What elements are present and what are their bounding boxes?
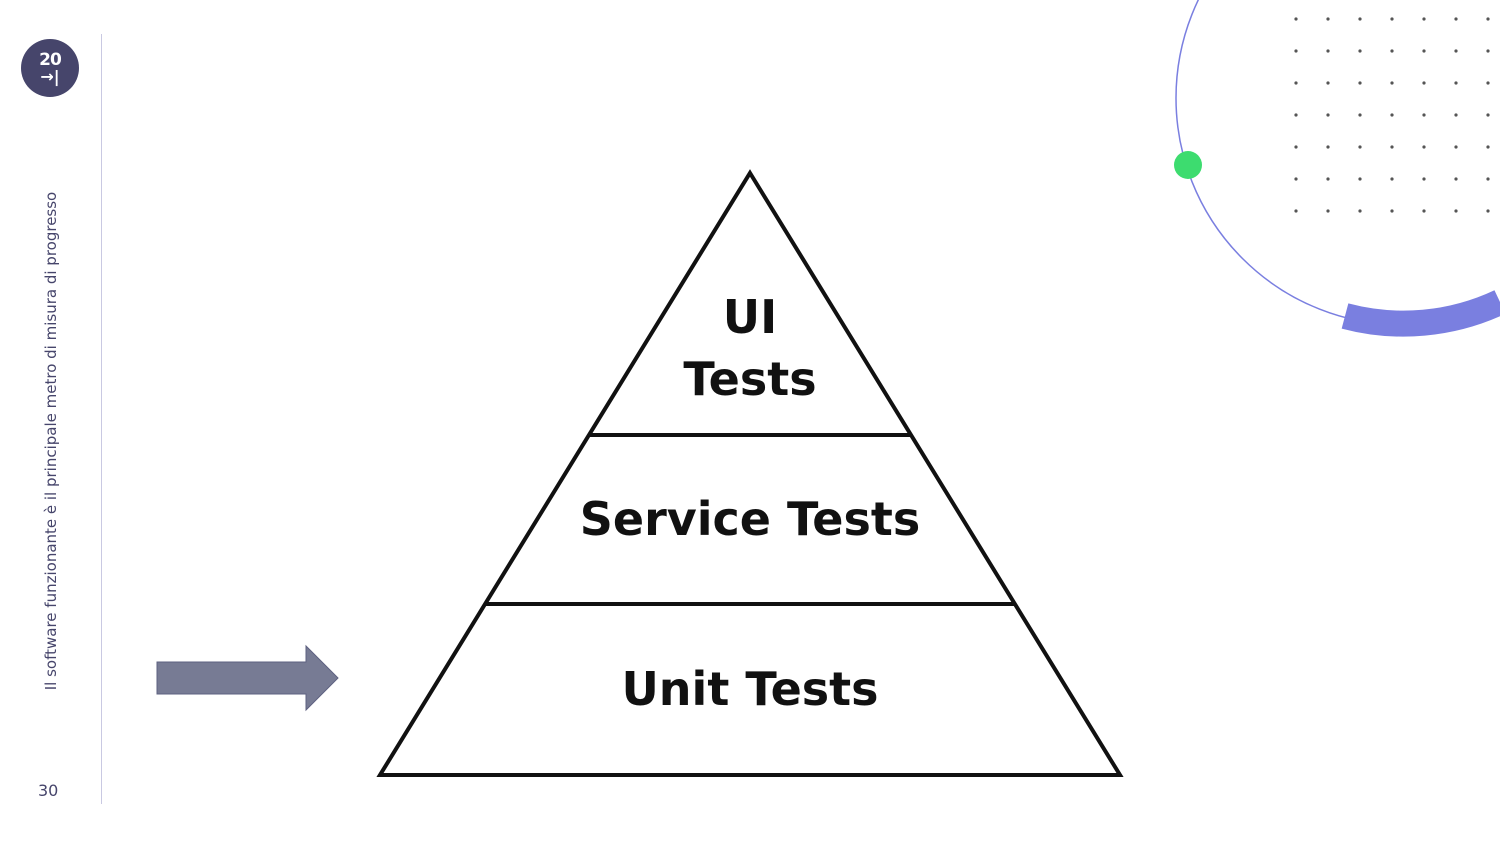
decorative-dot xyxy=(1486,113,1490,117)
dot-grid xyxy=(1294,17,1490,213)
decorative-dot xyxy=(1390,113,1394,117)
decorative-dot xyxy=(1294,177,1298,181)
decorative-dot xyxy=(1454,49,1458,53)
decorative-dot xyxy=(1422,209,1426,213)
decorative-dot xyxy=(1422,145,1426,149)
decorative-dot xyxy=(1422,49,1426,53)
decorative-dot xyxy=(1358,145,1362,149)
decorative-dot xyxy=(1486,145,1490,149)
decorative-dot xyxy=(1294,17,1298,21)
decorative-dot xyxy=(1326,17,1330,21)
decorative-dot xyxy=(1294,209,1298,213)
decorative-dot xyxy=(1358,209,1362,213)
decorative-dot xyxy=(1294,145,1298,149)
decorative-dot xyxy=(1422,17,1426,21)
decorative-dot xyxy=(1358,113,1362,117)
logo-number: 20 xyxy=(39,49,62,70)
decorative-dot xyxy=(1326,113,1330,117)
decorative-dot xyxy=(1358,177,1362,181)
decorative-dot xyxy=(1326,209,1330,213)
decorative-dot xyxy=(1294,113,1298,117)
logo-icon: 20 →| xyxy=(21,39,79,97)
decorative-dot xyxy=(1390,209,1394,213)
decorative-dot xyxy=(1454,113,1458,117)
decorative-dot xyxy=(1326,177,1330,181)
logo-arrow-glyph: →| xyxy=(40,66,60,86)
decorative-green-dot xyxy=(1174,151,1202,179)
decorative-thick-arc xyxy=(1341,290,1500,337)
decorative-dot xyxy=(1454,145,1458,149)
decorative-dot xyxy=(1326,145,1330,149)
decorative-dot xyxy=(1486,81,1490,85)
decorative-dot xyxy=(1390,81,1394,85)
decorative-dot xyxy=(1454,209,1458,213)
decorative-dot xyxy=(1390,49,1394,53)
decorative-dot xyxy=(1294,81,1298,85)
decorative-dot xyxy=(1486,17,1490,21)
page-number: 30 xyxy=(38,781,59,800)
decorative-dot xyxy=(1454,17,1458,21)
tier-label-ui-line2: Tests xyxy=(683,352,816,406)
decorative-dot xyxy=(1358,17,1362,21)
pyramid-outline xyxy=(376,169,1124,777)
decorative-dot xyxy=(1422,113,1426,117)
decorative-dot xyxy=(1390,177,1394,181)
decorative-dot xyxy=(1358,49,1362,53)
decorative-dot xyxy=(1358,81,1362,85)
decorative-dot xyxy=(1294,49,1298,53)
side-divider xyxy=(101,34,102,804)
decorative-dot xyxy=(1326,49,1330,53)
decorative-dot xyxy=(1454,81,1458,85)
tier-label-service: Service Tests xyxy=(580,492,920,546)
decorative-dot xyxy=(1486,209,1490,213)
decorative-dot xyxy=(1422,177,1426,181)
decorative-dot xyxy=(1454,177,1458,181)
decorative-dot xyxy=(1422,81,1426,85)
decorative-dot xyxy=(1486,177,1490,181)
decorative-dot xyxy=(1486,49,1490,53)
decorative-dot xyxy=(1390,17,1394,21)
tier-label-unit: Unit Tests xyxy=(621,662,878,716)
tier-label-ui-line1: UI xyxy=(723,290,777,344)
decorative-dot xyxy=(1390,145,1394,149)
decorative-dot xyxy=(1326,81,1330,85)
